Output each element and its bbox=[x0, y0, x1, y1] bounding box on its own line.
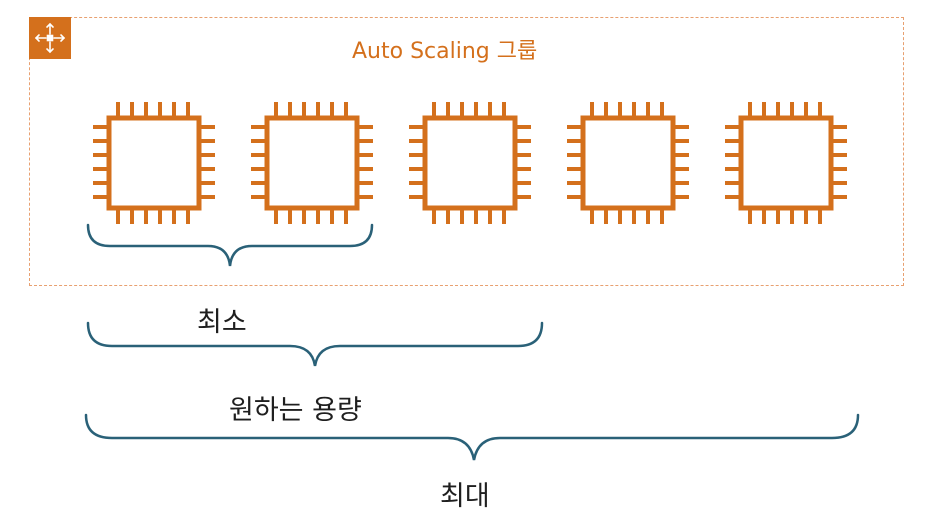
ec2-instance-chip-icon bbox=[564, 99, 692, 227]
auto-scaling-group-boundary bbox=[29, 17, 904, 286]
min-capacity-brace bbox=[86, 223, 374, 267]
desired-capacity-label: 원하는 용량 bbox=[229, 395, 362, 426]
max-capacity-brace bbox=[84, 413, 860, 461]
max-capacity-label: 최대 bbox=[440, 481, 490, 512]
auto-scaling-icon bbox=[29, 17, 71, 59]
auto-scaling-group-title: Auto Scaling 그룹 bbox=[352, 39, 538, 64]
min-capacity-label: 최소 bbox=[197, 307, 247, 338]
ec2-instance-chip-icon bbox=[248, 99, 376, 227]
desired-capacity-brace bbox=[86, 321, 544, 367]
ec2-instance-chip-icon bbox=[406, 99, 534, 227]
ec2-instance-chip-icon bbox=[722, 99, 850, 227]
ec2-instance-chip-icon bbox=[90, 99, 218, 227]
